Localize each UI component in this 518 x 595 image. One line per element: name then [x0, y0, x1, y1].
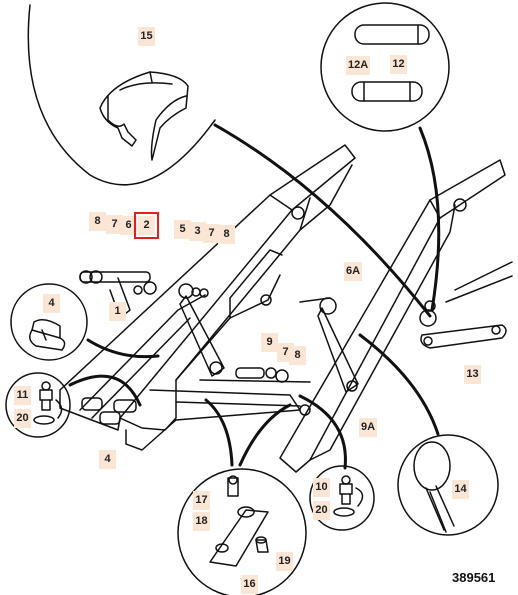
callout-12: 12: [390, 55, 407, 74]
callout-5: 5: [174, 220, 191, 239]
detail-view-15: [27, 4, 216, 186]
detail-view-11: [5, 372, 71, 438]
callout-8-lower: 8: [289, 346, 306, 365]
detail-view-4: [10, 283, 88, 361]
callout-14: 14: [452, 480, 469, 499]
callout-20-right: 20: [313, 501, 330, 520]
bush-part-4: [29, 329, 66, 351]
callout-11: 11: [14, 386, 31, 405]
linkage-6a: [299, 297, 359, 393]
callout-2-selected[interactable]: 2: [134, 212, 159, 239]
callout-3: 3: [189, 222, 206, 241]
callout-6: 6: [120, 216, 137, 235]
callout-20-left: 20: [14, 409, 31, 428]
callout-15: 15: [138, 27, 155, 46]
plate-part-16: [209, 509, 269, 567]
callout-19: 19: [276, 552, 293, 571]
right-loader-arm: [279, 159, 513, 473]
callout-4-detail: 4: [43, 294, 60, 313]
detail-view-10: [309, 465, 375, 531]
pin-stack-9: [235, 367, 289, 383]
callout-4-lower: 4: [99, 450, 116, 469]
callout-7-upper-right: 7: [203, 224, 220, 243]
callout-7-upper-left: 7: [106, 215, 123, 234]
callout-9a: 9A: [359, 418, 378, 437]
pin-part-12: [351, 81, 423, 102]
callout-9: 9: [261, 333, 278, 352]
callout-13: 13: [464, 365, 481, 384]
callout-8-upper-left: 8: [89, 212, 106, 231]
linkage-5: [178, 283, 225, 377]
callout-18: 18: [193, 512, 210, 531]
lynch-pin-ring-14: [413, 441, 451, 491]
callout-1: 1: [109, 302, 126, 321]
detail-view-16: [177, 468, 307, 595]
callout-12a: 12A: [346, 56, 371, 75]
detail-view-12: [320, 2, 450, 132]
callout-16: 16: [241, 575, 258, 594]
left-loader-arm: [59, 144, 356, 451]
callout-6a: 6A: [344, 262, 363, 281]
callout-10: 10: [313, 478, 330, 497]
detail-view-14: [397, 434, 499, 536]
cross-beam: [149, 379, 311, 421]
pin-part-12a: [354, 24, 430, 45]
bush-group-4: [81, 397, 137, 425]
callout-8-upper-right: 8: [218, 225, 235, 244]
callout-17: 17: [193, 491, 210, 510]
link-13: [419, 300, 507, 349]
figure-code: 389561: [452, 570, 496, 585]
sleeve-part-15: [99, 71, 189, 161]
